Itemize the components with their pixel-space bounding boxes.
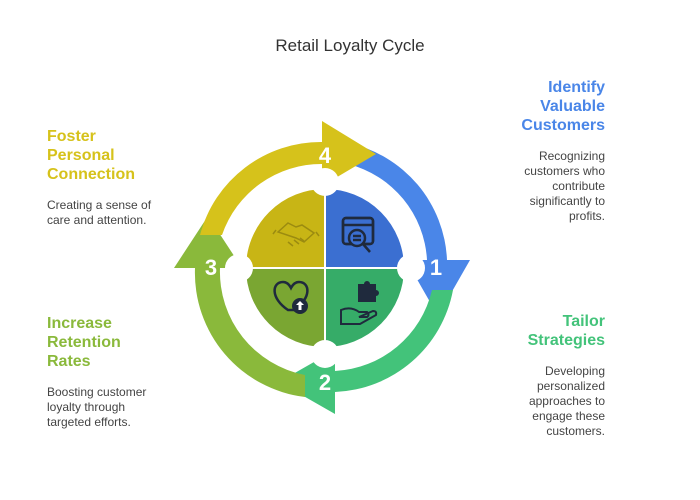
step-description: Creating a sense of care and attention. xyxy=(47,198,152,227)
step-heading: Increase Retention Rates xyxy=(47,315,121,370)
step-description: Developing personalized approaches to en… xyxy=(528,364,605,438)
step-number-3: 3 xyxy=(205,255,217,280)
step-number-1: 1 xyxy=(430,255,442,280)
hand-puzzle-icon xyxy=(340,281,379,325)
diagram-title: Retail Loyalty Cycle xyxy=(275,36,425,55)
step-number-2: 2 xyxy=(319,370,331,395)
step-heading: Identify Valuable Customers xyxy=(521,79,605,134)
inner-circle xyxy=(225,168,425,368)
step-description: Boosting customer loyalty through target… xyxy=(47,385,147,429)
cycle-arrow-3 xyxy=(174,216,305,397)
step-description: Recognizing customers who contribute sig… xyxy=(524,149,605,223)
step-identify-valuable-customers: Identify Valuable Customers Recognizing … xyxy=(470,78,605,224)
cycle-arrow-1 xyxy=(348,143,470,316)
step-heading: Tailor Strategies xyxy=(527,313,605,349)
step-increase-retention-rates: Increase Retention Rates Boosting custom… xyxy=(47,314,177,430)
step-number-4: 4 xyxy=(319,143,332,168)
handshake-icon xyxy=(272,222,320,247)
step-tailor-strategies: Tailor Strategies Developing personalize… xyxy=(470,312,605,439)
step-heading: Foster Personal Connection xyxy=(47,128,135,183)
cycle-arrow-4 xyxy=(200,121,376,235)
heart-upload-icon xyxy=(273,280,309,314)
customer-search-icon xyxy=(341,216,375,253)
cycle-arrow-2 xyxy=(279,290,453,414)
step-foster-personal-connection: Foster Personal Connection Creating a se… xyxy=(47,127,182,228)
